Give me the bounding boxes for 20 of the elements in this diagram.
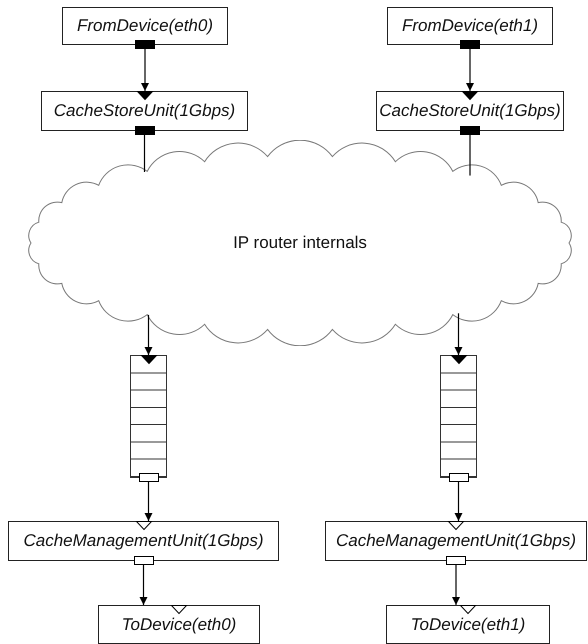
cloud-label: IP router internals bbox=[233, 233, 367, 253]
element-label: ToDevice(eth1) bbox=[410, 614, 526, 634]
arrow bbox=[454, 482, 462, 521]
arrow bbox=[452, 565, 460, 605]
element-label: FromDevice(eth1) bbox=[402, 16, 538, 36]
arrow bbox=[466, 49, 474, 91]
element-label: CacheManagementUnit(1Gbps) bbox=[336, 531, 576, 551]
element-label: CacheManagementUnit(1Gbps) bbox=[23, 531, 264, 551]
element-label: FromDevice(eth0) bbox=[76, 16, 214, 36]
element-label: CacheStoreUnit(1Gbps) bbox=[379, 101, 561, 121]
element-label: ToDevice(eth0) bbox=[122, 614, 236, 634]
element-box bbox=[386, 605, 550, 644]
arrow bbox=[144, 482, 152, 521]
arrow bbox=[140, 565, 148, 605]
arrow bbox=[141, 49, 149, 91]
connector-line bbox=[469, 135, 471, 176]
arrow bbox=[454, 313, 462, 355]
arrow bbox=[144, 314, 152, 355]
element-label: CacheStoreUnit(1Gbps) bbox=[54, 101, 236, 121]
element-box bbox=[98, 605, 260, 644]
